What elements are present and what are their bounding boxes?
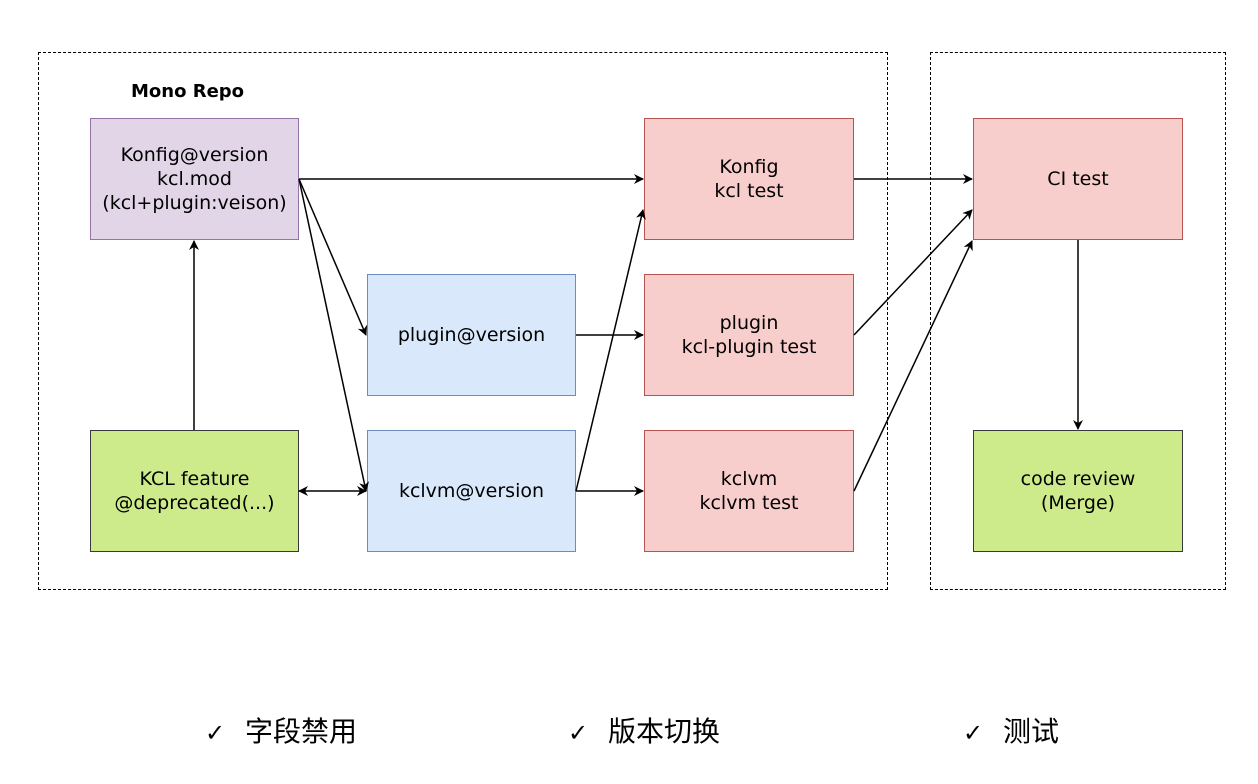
kcl-feature-label: KCL feature: [139, 468, 250, 490]
legend-item-version-switch: ✓ 版本切换: [568, 714, 720, 751]
kclvm-test-label: kclvm test: [699, 492, 799, 514]
mono-repo-title: Mono Repo: [131, 81, 245, 102]
kclvm-version-label: kclvm@version: [398, 480, 545, 502]
code-review-label: code review: [1020, 468, 1136, 490]
legend-item-field-disable: ✓ 字段禁用: [205, 714, 357, 751]
konfig-test-node: Konfig kcl test: [644, 118, 854, 240]
deprecated-label: @deprecated(...): [114, 492, 275, 514]
legend-label: 测试: [1003, 715, 1060, 748]
plugin-test-node: plugin kcl-plugin test: [644, 274, 854, 396]
konfig-version-label: Konfig@version: [120, 144, 269, 166]
ci-test-node: CI test: [973, 118, 1183, 240]
check-icon: ✓: [963, 719, 984, 747]
legend-label: 版本切换: [608, 715, 721, 748]
kcl-test-label: kcl test: [714, 180, 784, 202]
code-review-node: code review (Merge): [973, 430, 1183, 552]
kcl-plugin-test-label: kcl-plugin test: [681, 336, 817, 358]
legend-item-test: ✓ 测试: [963, 714, 1059, 751]
kcl-mod-label: kcl.mod: [157, 168, 232, 190]
kcl-plugin-version-label: (kcl+plugin:veison): [102, 192, 287, 214]
plugin-test-title: plugin: [719, 312, 779, 334]
kclvm-test-title: kclvm: [720, 468, 778, 490]
konfig-test-title: Konfig: [719, 156, 779, 178]
kclvm-version-node: kclvm@version: [367, 430, 576, 552]
plugin-version-node: plugin@version: [367, 274, 576, 396]
check-icon: ✓: [205, 719, 226, 747]
merge-label: (Merge): [1040, 492, 1116, 514]
ci-test-label: CI test: [1047, 168, 1109, 190]
konfig-version-node: Konfig@version kcl.mod (kcl+plugin:veiso…: [90, 118, 299, 240]
kcl-feature-node: KCL feature @deprecated(...): [90, 430, 299, 552]
check-icon: ✓: [568, 719, 589, 747]
plugin-version-label: plugin@version: [397, 324, 546, 346]
legend-label: 字段禁用: [245, 715, 358, 748]
kclvm-test-node: kclvm kclvm test: [644, 430, 854, 552]
